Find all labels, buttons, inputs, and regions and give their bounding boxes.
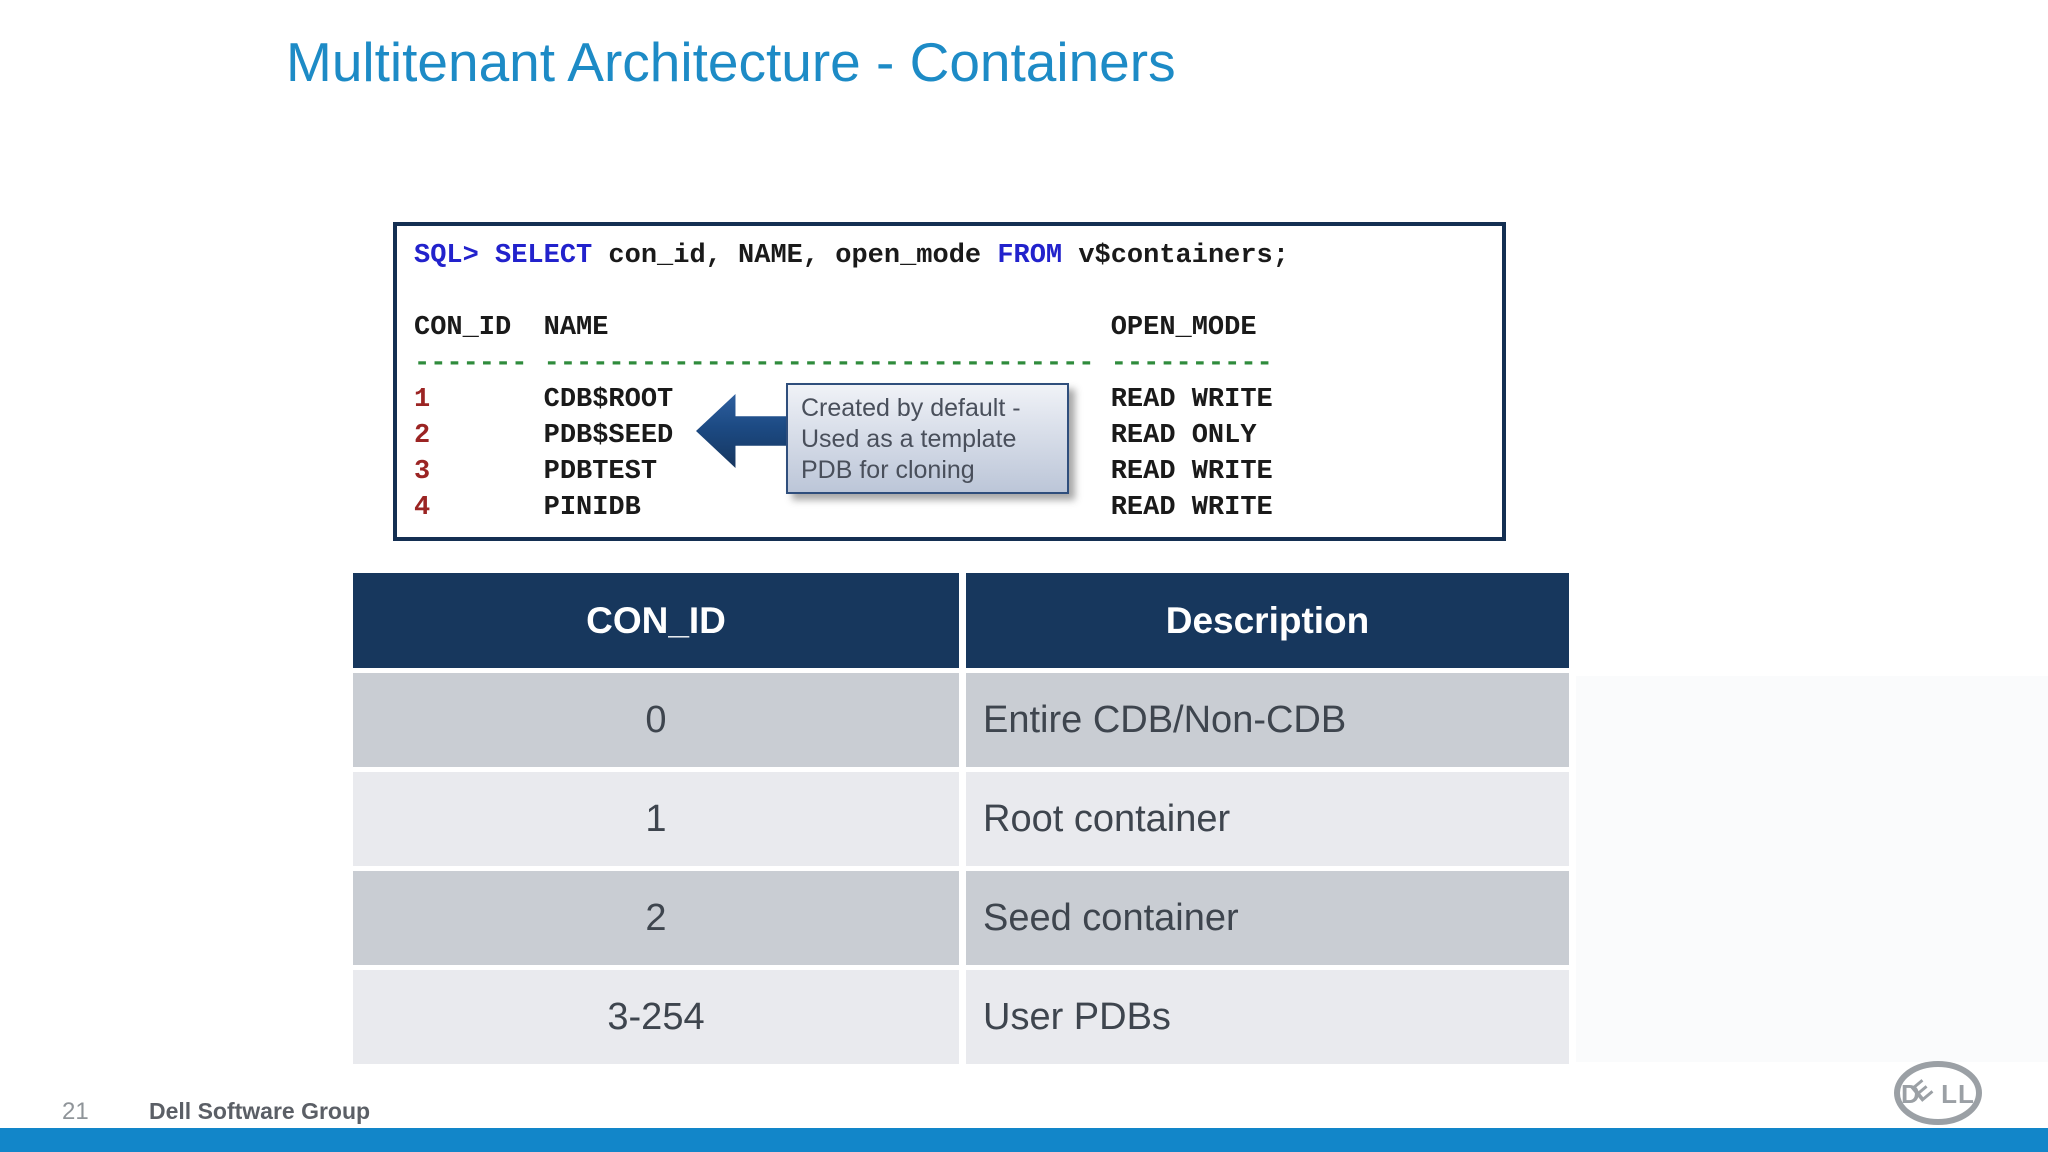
con-id-cell: 2 bbox=[353, 871, 959, 965]
callout-line: Used as a template bbox=[801, 425, 1017, 453]
sql-prompt: SQL> bbox=[414, 241, 496, 271]
open-mode-value: READ WRITE bbox=[1110, 385, 1273, 415]
callout-line: PDB for cloning bbox=[801, 456, 975, 484]
sql-result-row: 4 PINIDB READ WRITE bbox=[414, 490, 1502, 526]
sql-blank-line bbox=[414, 274, 1502, 310]
con-id-value: 1 bbox=[414, 385, 431, 415]
sql-result-divider: ------- --------------------------------… bbox=[414, 349, 1273, 379]
logo-letters: LL bbox=[1941, 1079, 1975, 1109]
dell-logo: DELL bbox=[1892, 1060, 1984, 1131]
description-cell: Entire CDB/Non-CDB bbox=[966, 673, 1569, 767]
sql-keyword-from: FROM bbox=[997, 241, 1063, 271]
con-id-table: CON_ID Description 0 Entire CDB/Non-CDB … bbox=[353, 573, 1569, 1064]
container-name: PDB$SEED bbox=[543, 421, 674, 451]
page-number: 21 bbox=[62, 1098, 89, 1125]
svg-text:DELL: DELL bbox=[1901, 1073, 1975, 1109]
open-mode-value: READ WRITE bbox=[1110, 457, 1273, 487]
callout-box: Created by default - Used as a template … bbox=[786, 383, 1069, 494]
dell-logo-icon: DELL bbox=[1894, 1061, 1982, 1125]
container-name: CDB$ROOT bbox=[430, 385, 1111, 415]
sql-table-name: v$containers; bbox=[1062, 241, 1289, 271]
footer-text: Dell Software Group bbox=[149, 1098, 371, 1124]
logo-letter: D bbox=[1901, 1079, 1921, 1109]
description-cell: Root container bbox=[966, 772, 1569, 866]
description-cell: Seed container bbox=[966, 871, 1569, 965]
sql-result-row: 2 PDB$SEED READ ONLY bbox=[414, 418, 1502, 454]
page-title: Multitenant Architecture - Containers bbox=[286, 31, 1176, 93]
sql-columns: con_id, NAME, open_mode bbox=[592, 241, 998, 271]
con-id-cell: 0 bbox=[353, 673, 959, 767]
open-mode-value: READ ONLY bbox=[1110, 421, 1257, 451]
con-id-value: 3 bbox=[414, 457, 431, 487]
table-header-con-id: CON_ID bbox=[353, 573, 959, 668]
con-id-value: 2 bbox=[414, 421, 431, 451]
open-mode-value: READ WRITE bbox=[1110, 493, 1273, 523]
sql-query-line: SQL> SELECT con_id, NAME, open_mode FROM… bbox=[414, 238, 1502, 274]
con-id-value: 4 bbox=[414, 493, 431, 523]
con-id-cell: 3-254 bbox=[353, 970, 959, 1064]
sql-result-row: 3 PDBTEST READ WRITE bbox=[414, 454, 1502, 490]
sql-result-header: CON_ID NAME OPEN_MODE bbox=[414, 313, 1257, 343]
container-name: PINIDB bbox=[430, 493, 1111, 523]
sql-keyword-select: SELECT bbox=[495, 241, 593, 271]
description-cell: User PDBs bbox=[966, 970, 1569, 1064]
background-panel bbox=[1576, 676, 2048, 1062]
callout-line: Created by default - bbox=[801, 394, 1021, 422]
bottom-accent-bar bbox=[0, 1128, 2048, 1152]
table-header-description: Description bbox=[966, 573, 1569, 668]
sql-result-row: 1 CDB$ROOT READ WRITE bbox=[414, 382, 1502, 418]
con-id-cell: 1 bbox=[353, 772, 959, 866]
container-name: PDBTEST bbox=[430, 457, 1111, 487]
